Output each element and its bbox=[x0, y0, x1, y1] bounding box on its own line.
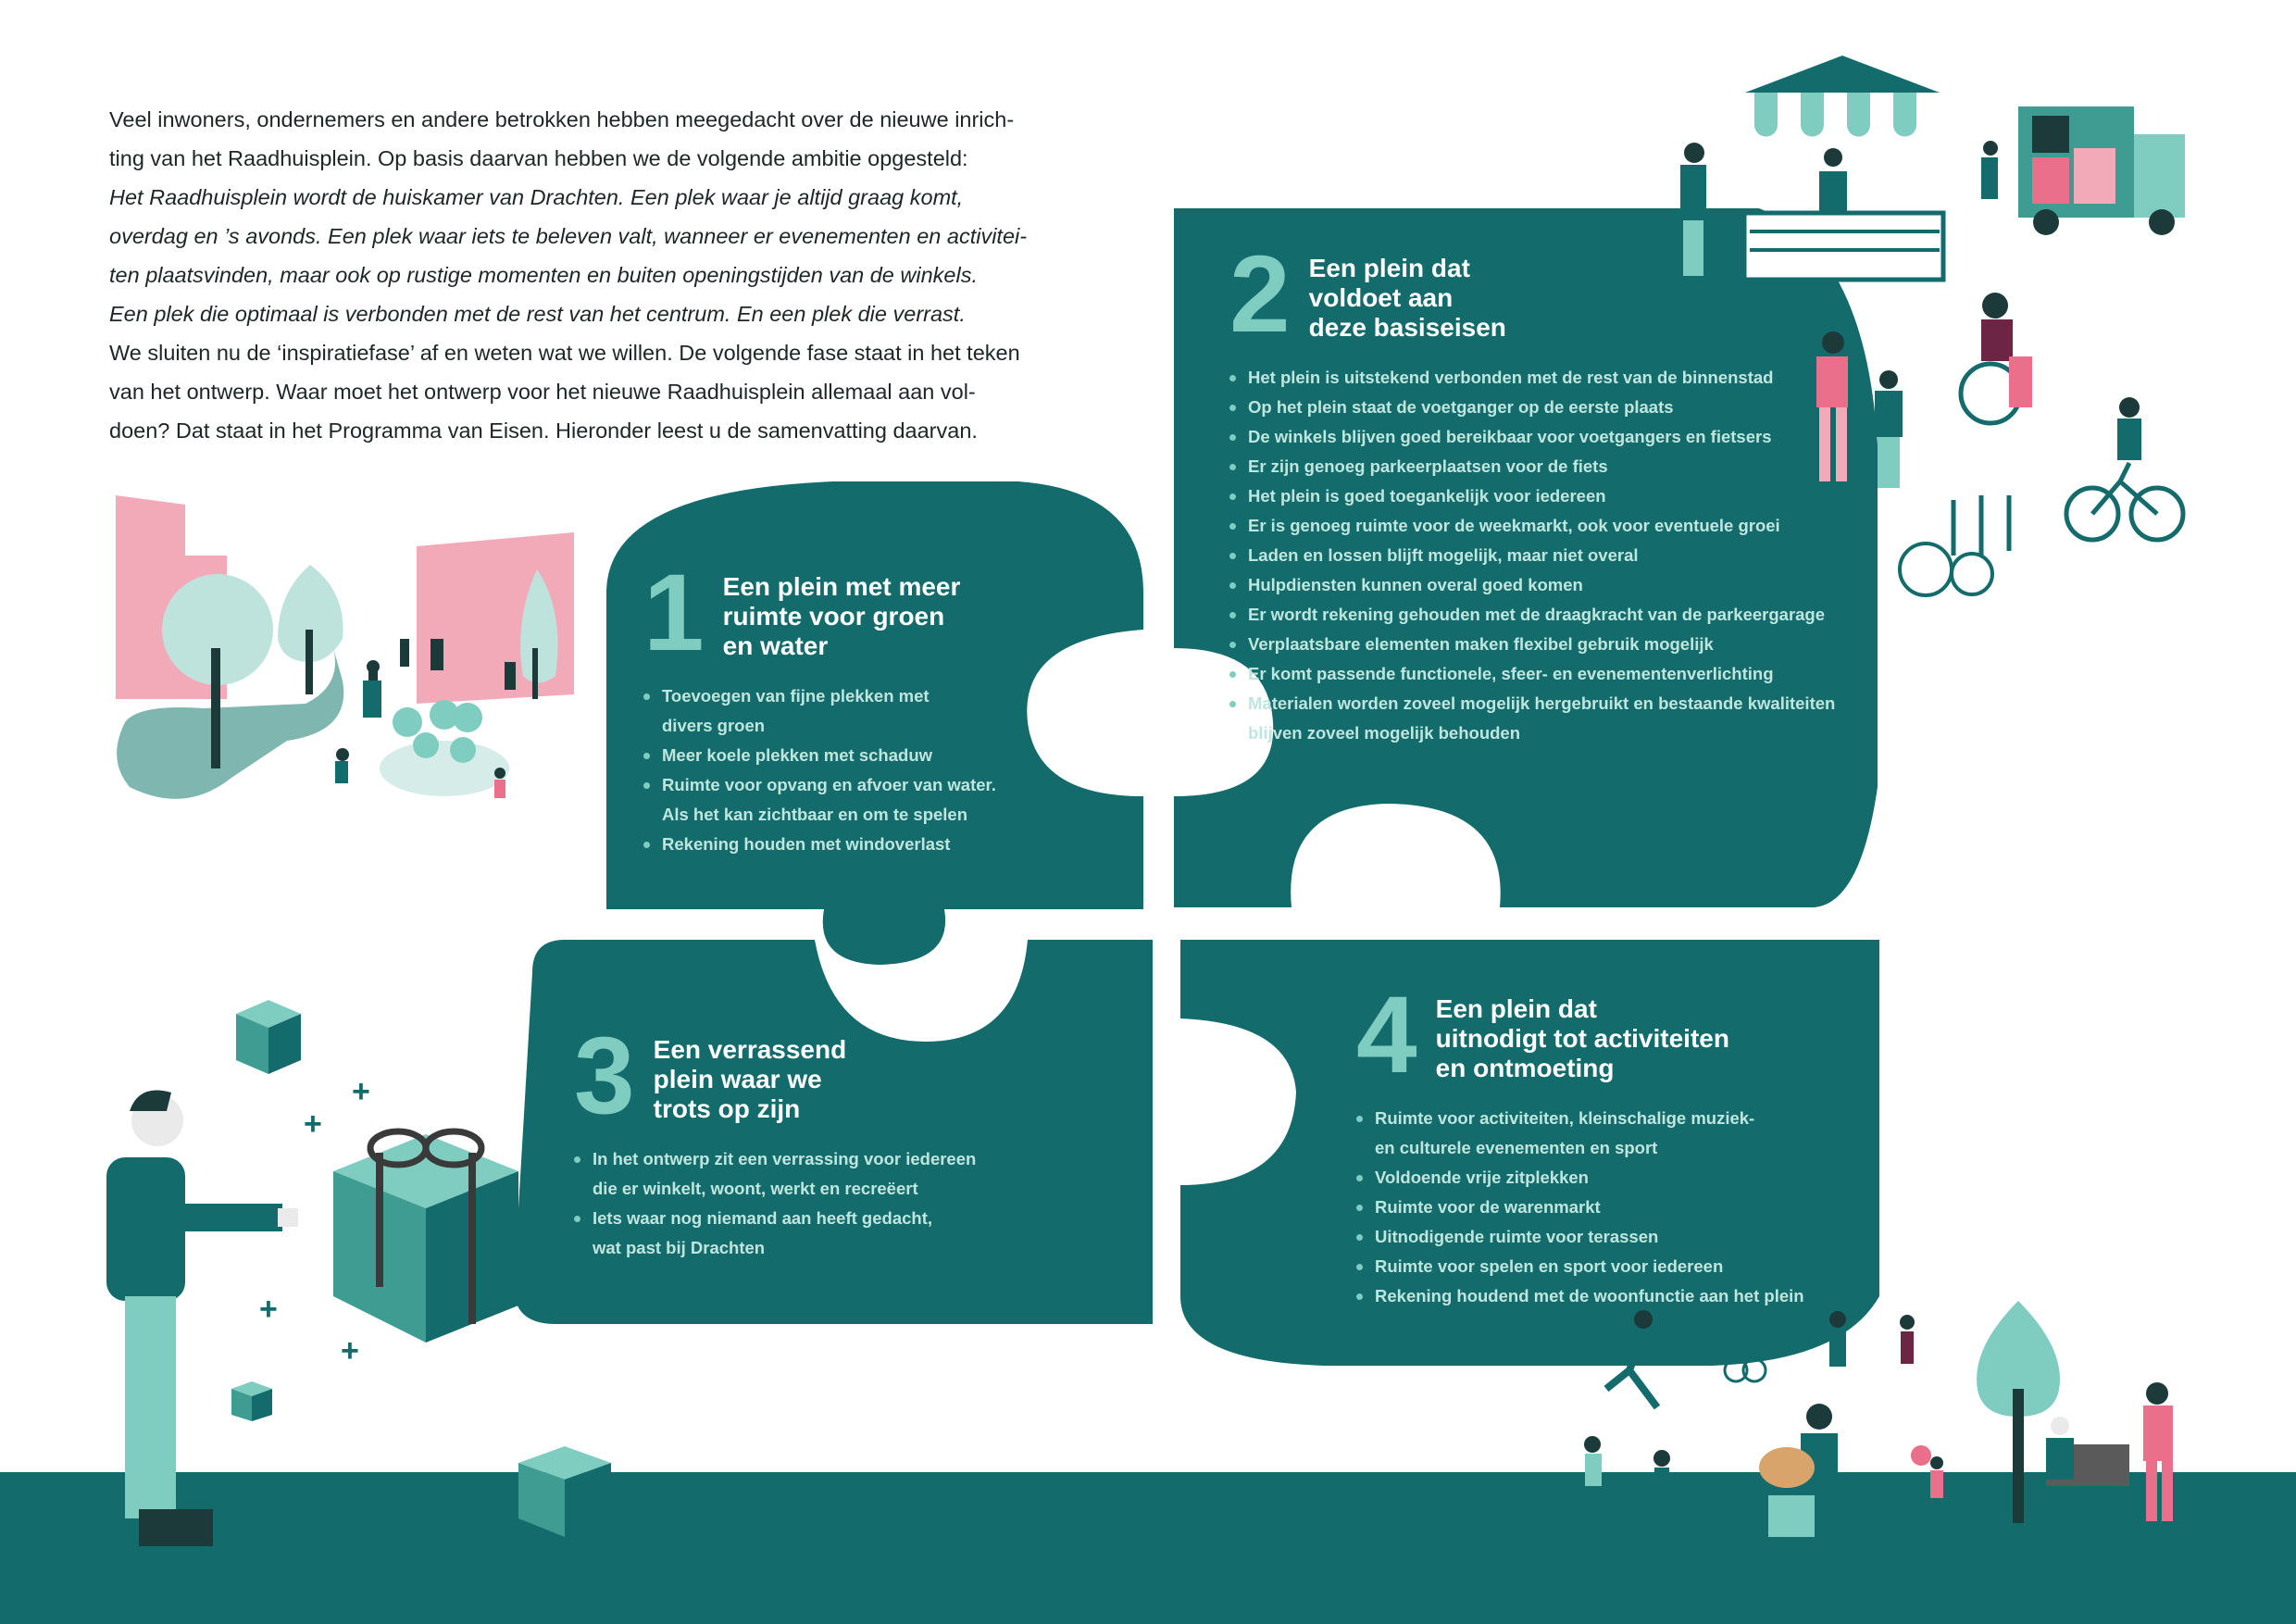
block-4-heading: 4 Een plein dat uitnodigt tot activiteit… bbox=[1356, 974, 1875, 1096]
people-bikes-illustration bbox=[1816, 293, 2186, 597]
activities-illustration bbox=[1584, 1301, 2173, 1537]
puzzle-piece-2 bbox=[1174, 208, 1878, 907]
ambition-line: ten plaatsvinden, maar ook op rustige mo… bbox=[109, 263, 978, 287]
intro-text: Veel inwoners, ondernemers en andere bet… bbox=[109, 100, 1081, 450]
block-1-title: Een plein met meer ruimte voor groen en … bbox=[723, 567, 961, 661]
block-2-heading: 2 Een plein dat voldoet aan deze basisei… bbox=[1229, 233, 1859, 356]
title-line: Een verrassend bbox=[653, 1035, 847, 1064]
puzzle-piece-3 bbox=[514, 940, 1153, 1324]
block-4-list: Ruimte voor activiteiten, kleinschalige … bbox=[1356, 1104, 1875, 1311]
title-line: trots op zijn bbox=[653, 1094, 801, 1123]
list-item: Verplaatsbare elementen maken flexibel g… bbox=[1229, 630, 1859, 659]
list-item: Voldoende vrije zitplekken bbox=[1356, 1163, 1875, 1193]
svg-text:+: + bbox=[352, 1074, 370, 1109]
list-item: Materialen worden zoveel mogelijk hergeb… bbox=[1229, 689, 1859, 748]
block-3-heading: 3 Een verrassend plein waar we trots op … bbox=[574, 1015, 1037, 1137]
intro-line: Veel inwoners, ondernemers en andere bet… bbox=[109, 107, 1015, 131]
puzzle-piece-4 bbox=[1180, 940, 1879, 1366]
title-line: en water bbox=[722, 631, 829, 660]
puzzle-block-3: 3 Een verrassend plein waar we trots op … bbox=[574, 1015, 1037, 1263]
list-item: Op het plein staat de voetganger op de e… bbox=[1229, 393, 1859, 422]
block-2-list: Het plein is uitstekend verbonden met de… bbox=[1229, 363, 1859, 748]
park-illustration bbox=[116, 495, 574, 799]
list-item: Er is genoeg ruimte voor de weekmarkt, o… bbox=[1229, 511, 1859, 541]
block-1-heading: 1 Een plein met meer ruimte voor groen e… bbox=[643, 552, 1032, 674]
title-line: voldoet aan bbox=[1308, 283, 1454, 312]
puzzle-piece-1 bbox=[606, 481, 1143, 965]
list-item: Ruimte voor activiteiten, kleinschalige … bbox=[1356, 1104, 1875, 1163]
intro-line: van het ontwerp. Waar moet het ontwerp v… bbox=[109, 380, 976, 404]
block-4-title: Een plein dat uitnodigt tot activiteiten… bbox=[1436, 989, 1729, 1083]
block-2-number: 2 bbox=[1229, 233, 1291, 356]
list-item: Er wordt rekening gehouden met de draagk… bbox=[1229, 600, 1859, 630]
title-line: Een plein dat bbox=[1308, 254, 1470, 282]
list-item: Het plein is goed toegankelijk voor iede… bbox=[1229, 481, 1859, 511]
intro-line: doen? Dat staat in het Programma van Eis… bbox=[109, 418, 978, 443]
list-item: Rekening houdend met de woonfunctie aan … bbox=[1356, 1281, 1875, 1311]
list-item: Rekening houden met windoverlast bbox=[643, 830, 1032, 859]
list-item: Hulpdiensten kunnen overal goed komen bbox=[1229, 570, 1859, 600]
list-item: In het ontwerp zit een verrassing voor i… bbox=[574, 1144, 1037, 1204]
puzzle-block-1: 1 Een plein met meer ruimte voor groen e… bbox=[643, 552, 1032, 859]
list-item: Uitnodigende ruimte voor terassen bbox=[1356, 1222, 1875, 1252]
svg-text:+: + bbox=[565, 1292, 583, 1327]
title-line: deze basiseisen bbox=[1308, 313, 1506, 342]
ground-band bbox=[0, 1472, 2296, 1624]
intro-line: We sluiten nu de ‘inspiratiefase’ af en … bbox=[109, 341, 1020, 365]
block-1-number: 1 bbox=[643, 552, 705, 674]
svg-text:+: + bbox=[341, 1333, 359, 1368]
list-item: Ruimte voor spelen en sport voor iederee… bbox=[1356, 1252, 1875, 1281]
title-line: Een plein met meer bbox=[722, 572, 961, 601]
block-3-number: 3 bbox=[574, 1015, 635, 1137]
block-3-list: In het ontwerp zit een verrassing voor i… bbox=[574, 1144, 1037, 1263]
title-line: uitnodigt tot activiteiten bbox=[1435, 1024, 1729, 1053]
list-item: Meer koele plekken met schaduw bbox=[643, 741, 1032, 770]
puzzle-block-4: 4 Een plein dat uitnodigt tot activiteit… bbox=[1356, 974, 1875, 1311]
block-3-title: Een verrassend plein waar we trots op zi… bbox=[654, 1030, 847, 1124]
ambition-line: overdag en ’s avonds. Een plek waar iets… bbox=[109, 224, 1028, 248]
svg-text:+: + bbox=[259, 1292, 278, 1327]
list-item: Ruimte voor opvang en afvoer van water.A… bbox=[643, 770, 1032, 830]
list-item: Laden en lossen blijft mogelijk, maar ni… bbox=[1229, 541, 1859, 570]
puzzle-block-2: 2 Een plein dat voldoet aan deze basisei… bbox=[1229, 233, 1859, 748]
list-item: De winkels blijven goed bereikbaar voor … bbox=[1229, 422, 1859, 452]
title-line: plein waar we bbox=[653, 1065, 822, 1093]
block-2-title: Een plein dat voldoet aan deze basiseise… bbox=[1309, 248, 1506, 343]
gift-illustration: + + + + + bbox=[106, 1000, 611, 1546]
title-line: ruimte voor groen bbox=[722, 602, 945, 631]
title-line: en ontmoeting bbox=[1435, 1054, 1615, 1082]
ambition-line: Het Raadhuisplein wordt de huiskamer van… bbox=[109, 185, 964, 209]
ambition-line: Een plek die optimaal is verbonden met d… bbox=[109, 302, 966, 326]
block-4-number: 4 bbox=[1356, 974, 1417, 1096]
list-item: Ruimte voor de warenmarkt bbox=[1356, 1193, 1875, 1222]
list-item: Iets waar nog niemand aan heeft gedacht,… bbox=[574, 1204, 1037, 1263]
list-item: Er zijn genoeg parkeerplaatsen voor de f… bbox=[1229, 452, 1859, 481]
market-illustration bbox=[1680, 56, 2185, 282]
intro-line: ting van het Raadhuisplein. Op basis daa… bbox=[109, 146, 968, 170]
list-item: Het plein is uitstekend verbonden met de… bbox=[1229, 363, 1859, 393]
title-line: Een plein dat bbox=[1435, 994, 1597, 1023]
svg-text:+: + bbox=[304, 1106, 322, 1142]
list-item: Er komt passende functionele, sfeer- en … bbox=[1229, 659, 1859, 689]
